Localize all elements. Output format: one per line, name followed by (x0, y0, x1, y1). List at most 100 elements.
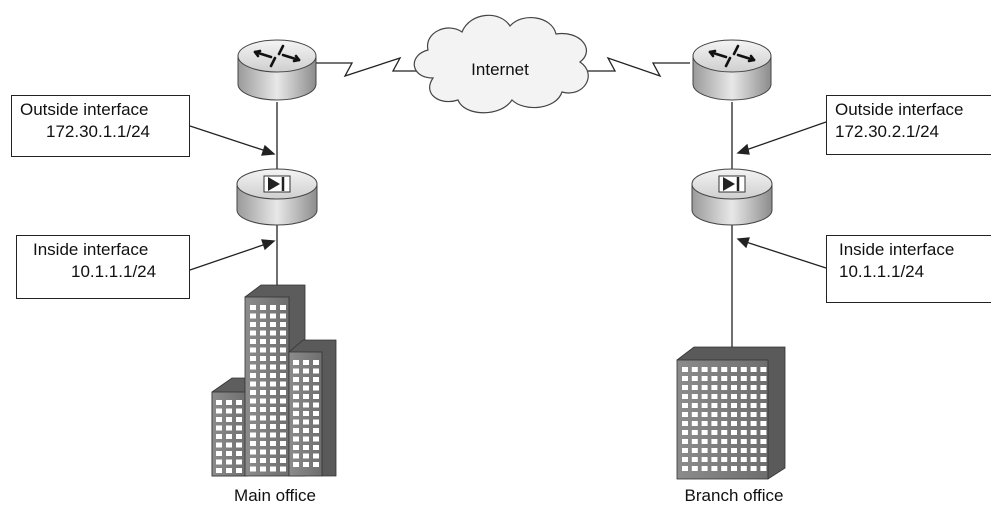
building-window (236, 408, 242, 414)
building-window (760, 430, 767, 435)
building-window (731, 457, 737, 462)
building-window (760, 421, 767, 426)
building-window (682, 376, 688, 381)
building-window (691, 430, 698, 435)
branch-inside-interface-title: Inside interface (839, 240, 955, 259)
building-window (691, 439, 698, 444)
building-window (293, 402, 299, 408)
building-window (711, 412, 718, 417)
building-window (731, 412, 737, 417)
main-outside-interface-callout: Outside interface 172.30.1.1/24 (11, 95, 190, 157)
building-window (270, 339, 276, 344)
building-window (303, 419, 309, 425)
building-window (691, 403, 698, 408)
building-window (236, 434, 242, 439)
building-window (750, 367, 757, 372)
building-window (701, 439, 708, 444)
building-window (313, 385, 319, 391)
building-window (280, 415, 286, 421)
building-window (293, 419, 299, 425)
main-inside-interface-address: 10.1.1.1/24 (71, 262, 157, 281)
building-window (280, 458, 286, 463)
building-window (270, 347, 276, 353)
building-window (691, 385, 698, 390)
building-window (721, 394, 728, 399)
building-window (313, 394, 319, 399)
building-window (236, 400, 242, 405)
building-window (682, 403, 688, 408)
main-inside-interface-callout: Inside interface 10.1.1.1/24 (16, 235, 190, 299)
building-window (313, 360, 319, 365)
building-window (303, 394, 309, 399)
building-window (750, 394, 757, 399)
building-window (701, 367, 708, 372)
building-window (280, 390, 286, 395)
main-office-label: Main office (234, 486, 316, 505)
building-window (303, 453, 309, 459)
building-window (293, 377, 299, 382)
building-window (691, 412, 698, 417)
building-window (226, 417, 232, 422)
building-window (270, 424, 276, 429)
building-window (701, 421, 708, 426)
building-window (216, 408, 222, 414)
building-window (303, 428, 309, 433)
building-window (236, 468, 242, 473)
building-window (303, 402, 309, 408)
building-window (701, 466, 708, 471)
building-window (682, 394, 688, 399)
building-window (711, 394, 718, 399)
building-window (280, 407, 286, 412)
building-window (226, 442, 232, 448)
building-window (280, 330, 286, 336)
building-window (313, 428, 319, 433)
building-window (313, 445, 319, 450)
branch-outside-interface-address: 172.30.2.1/24 (835, 122, 939, 141)
building-window (701, 376, 708, 381)
building-window (260, 441, 266, 446)
building-window (731, 448, 737, 453)
main-office-building-icon (211, 284, 337, 477)
building-window (250, 424, 256, 429)
building-window (260, 330, 266, 336)
building-window (740, 367, 747, 372)
building-window (682, 457, 688, 462)
building-window (226, 408, 232, 414)
building-window (711, 466, 718, 471)
building-window (750, 439, 757, 444)
building-window (691, 457, 698, 462)
building-window (280, 356, 286, 361)
building-window (740, 403, 747, 408)
building-window (750, 466, 757, 471)
building-window (280, 305, 286, 310)
building-window (270, 398, 276, 404)
building-window (216, 451, 222, 456)
building-window (760, 403, 767, 408)
building-window (760, 439, 767, 444)
building-window (701, 385, 708, 390)
building-window (721, 403, 728, 408)
branch-wan-serial-link (588, 56, 690, 78)
branch-inside-interface-callout: Inside interface 10.1.1.1/24 (826, 235, 991, 303)
building-window (711, 403, 718, 408)
building-window (293, 368, 299, 374)
building-window (250, 449, 256, 455)
building-window (216, 459, 222, 465)
building-window (731, 367, 737, 372)
building-window (760, 367, 767, 372)
main-outside-interface-title: Outside interface (20, 100, 149, 119)
building-window (270, 364, 276, 370)
building-window (280, 432, 286, 438)
building-window (731, 394, 737, 399)
building-window (303, 411, 309, 416)
building-window (711, 376, 718, 381)
building-window (691, 448, 698, 453)
building-window (682, 466, 688, 471)
building-window (750, 376, 757, 381)
building-window (250, 339, 256, 344)
building-window (226, 459, 232, 465)
building-window (293, 436, 299, 442)
building-window (216, 434, 222, 439)
main-outside-arrow (189, 125, 267, 152)
building-window (760, 457, 767, 462)
